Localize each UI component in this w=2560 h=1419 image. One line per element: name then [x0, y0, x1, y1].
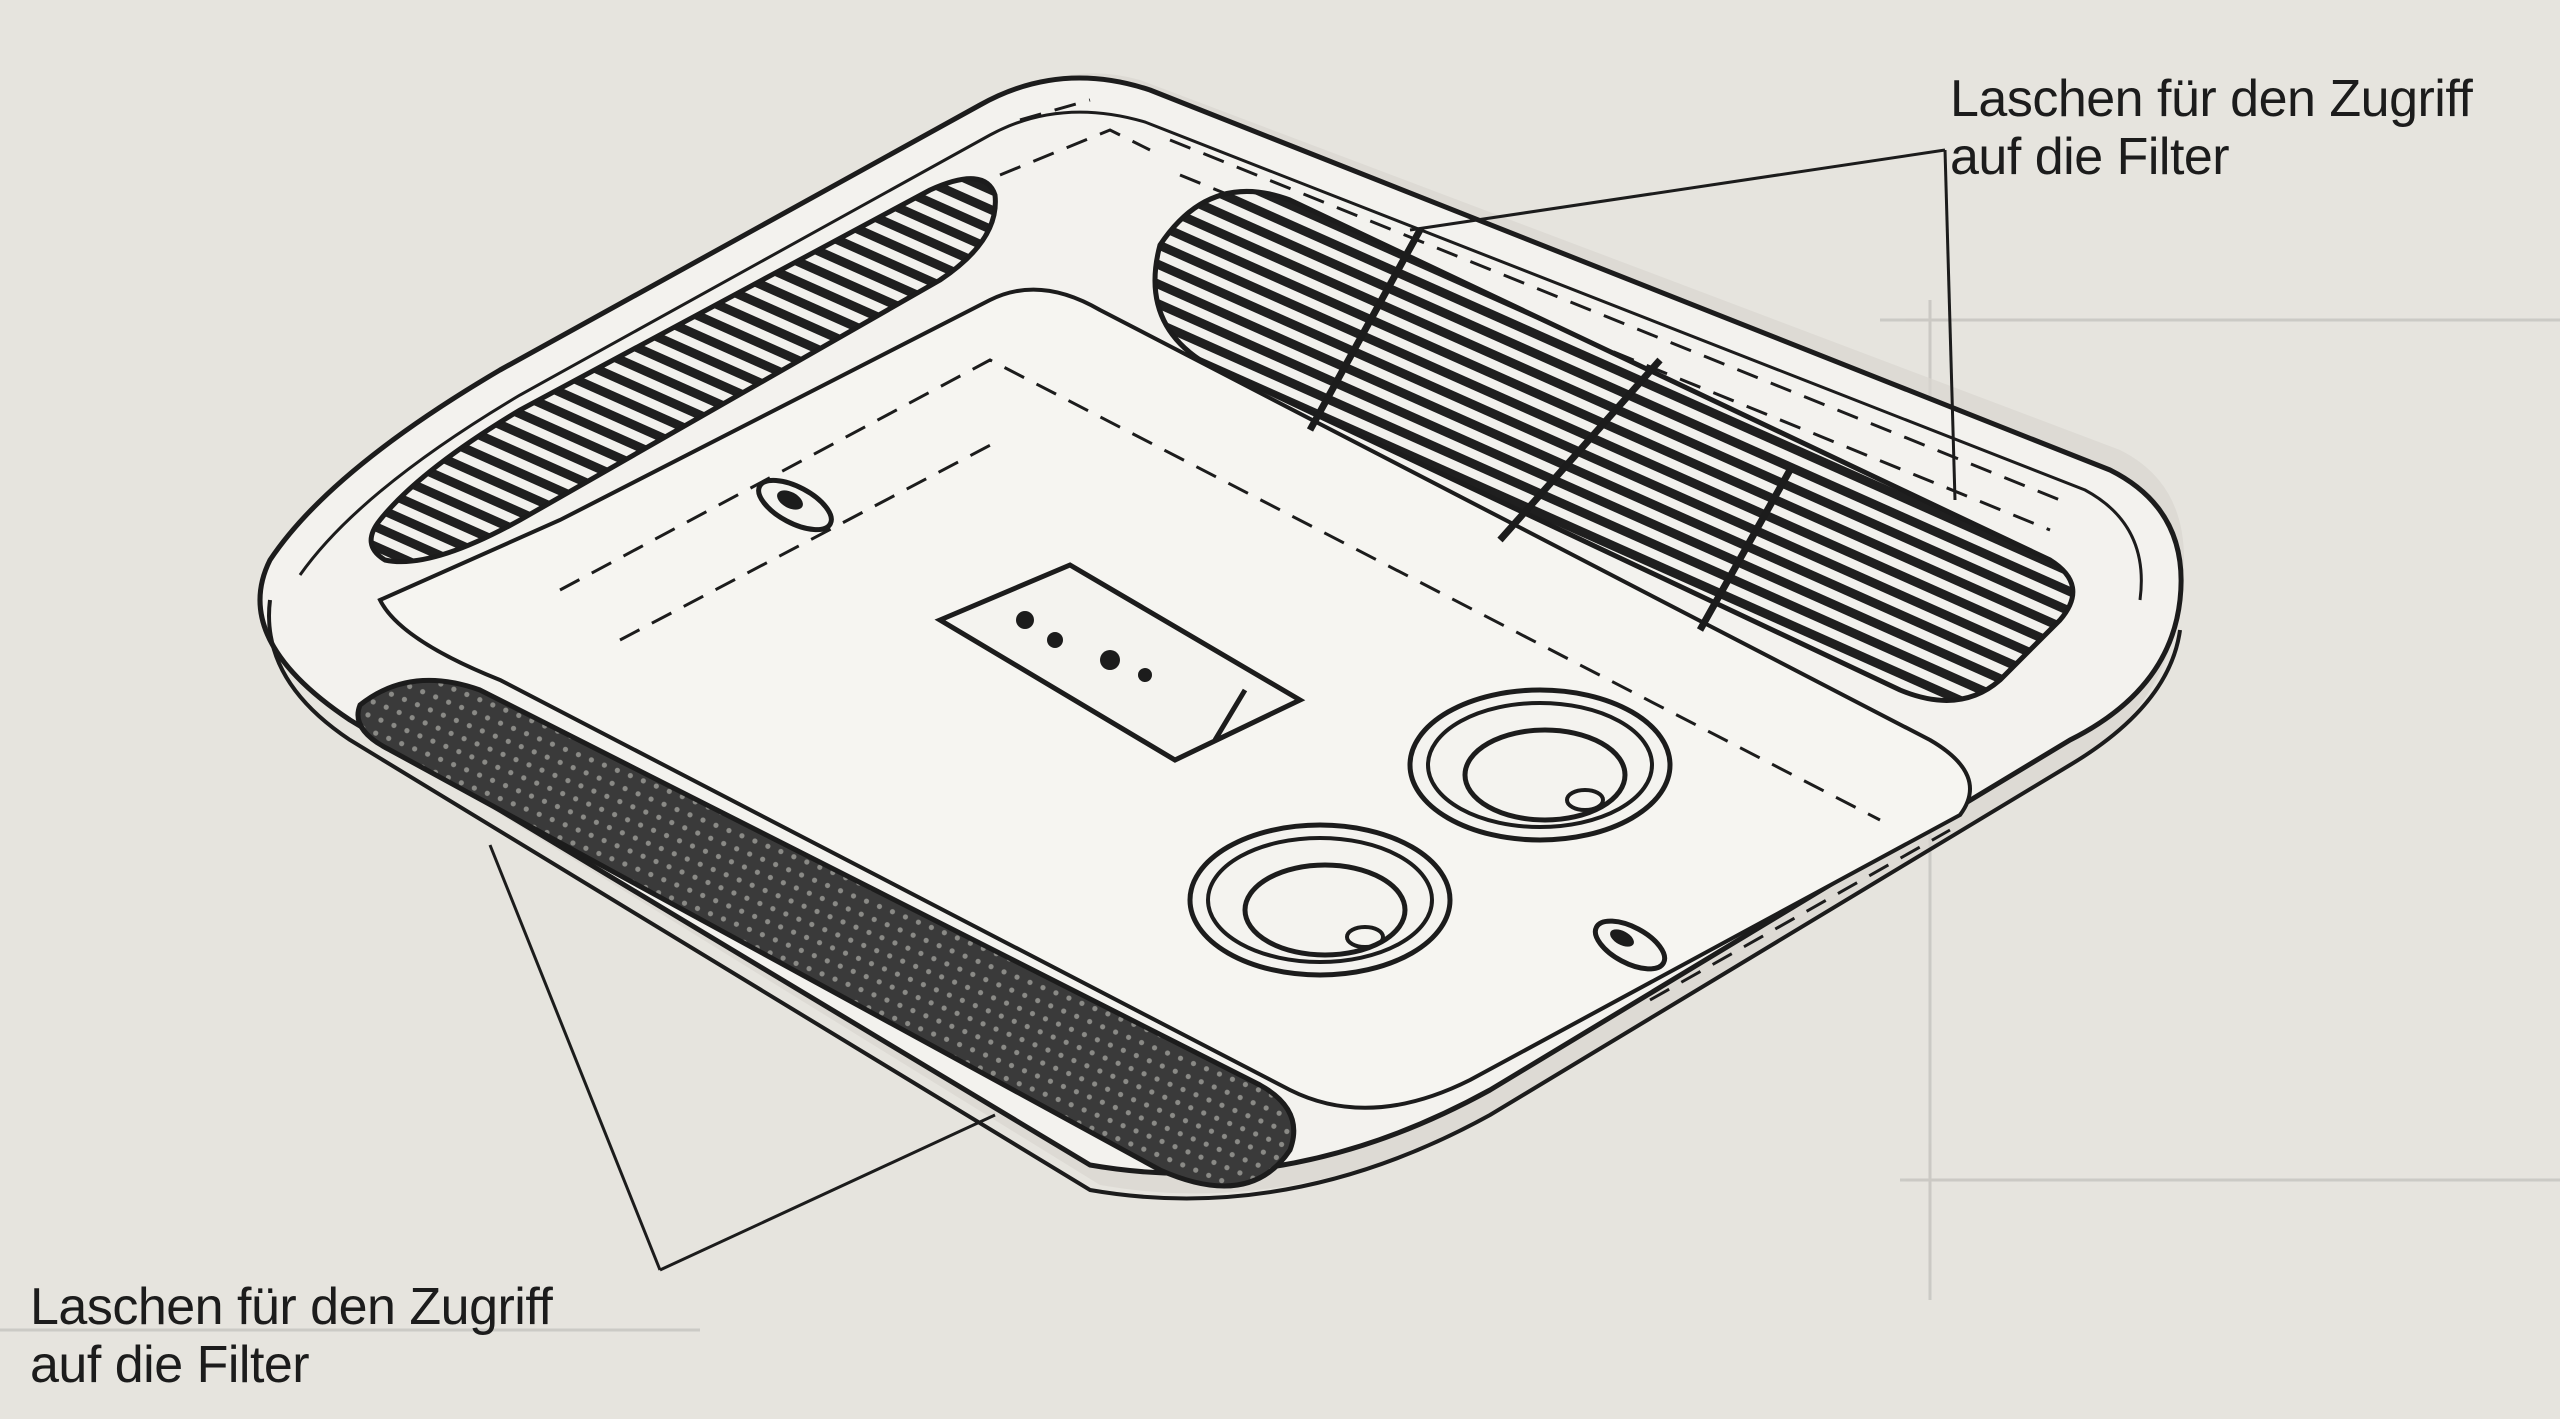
left-filter-grille	[355, 677, 1297, 1189]
leader-lines-bottom	[488, 844, 996, 1272]
louvered-outlet	[368, 176, 998, 565]
round-vent-upper	[1407, 687, 1673, 843]
label-bottom-line2: auf die Filter	[30, 1336, 310, 1394]
housing-rim	[298, 110, 2143, 601]
label-bottom-line1: Laschen für den Zugriff	[30, 1278, 553, 1336]
filter-access-tabs-label-bottom: Laschen für den Zugriff auf die Filter	[30, 1278, 553, 1394]
label-top-line1: Laschen für den Zugriff	[1950, 70, 2473, 128]
filter-access-tabs-label-top: Laschen für den Zugriff auf die Filter	[1950, 70, 2473, 186]
housing-front-edge	[267, 599, 2182, 1201]
latch-right	[1592, 918, 1668, 972]
label-top-line2: auf die Filter	[1950, 128, 2230, 186]
control-buttons	[1016, 611, 1152, 682]
round-vent-lower	[1187, 822, 1453, 978]
latch-top	[756, 477, 834, 533]
control-panel	[934, 562, 1306, 763]
right-filter-grille	[1152, 188, 2076, 703]
leader-lines-top	[1409, 148, 1957, 501]
